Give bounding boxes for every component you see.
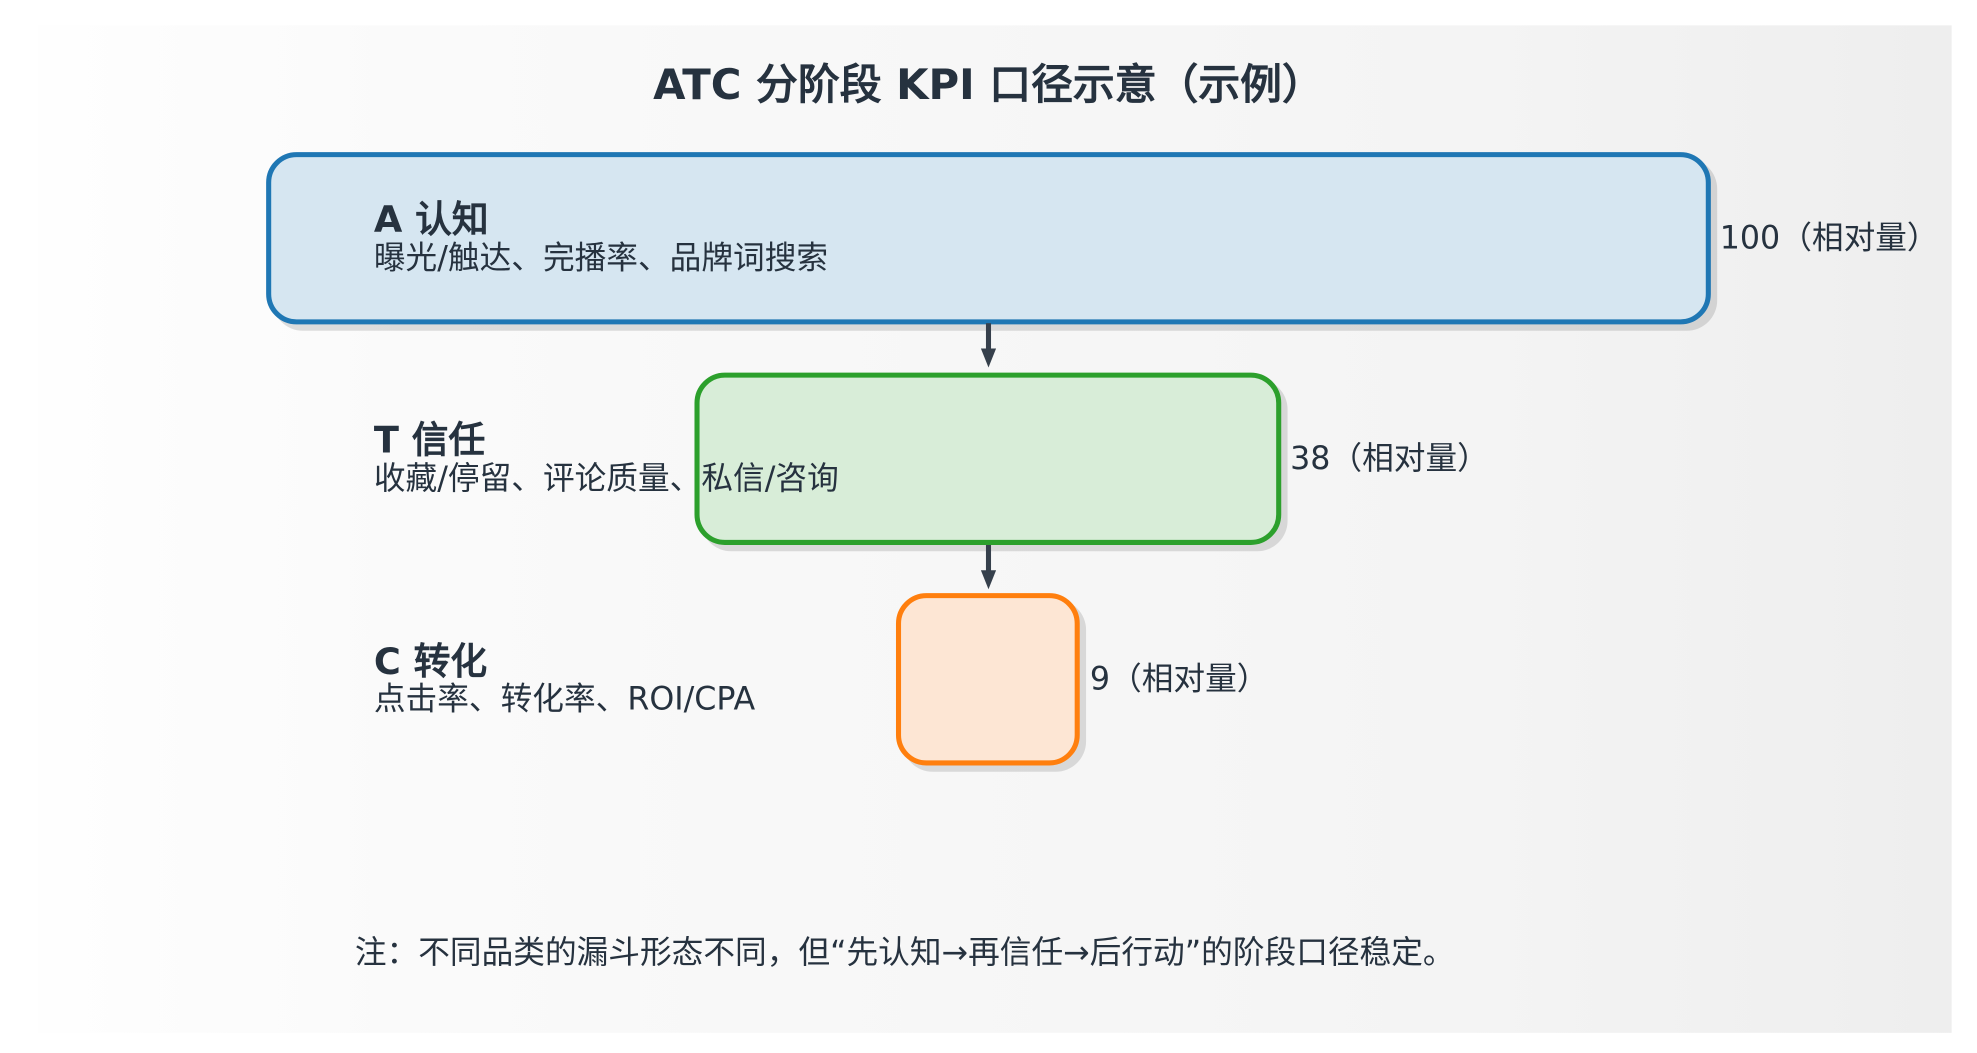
stage-t-value: 38（相对量） (1290, 439, 1489, 477)
stage-t-metrics: 收藏/停留、评论质量、私信/咨询 (373, 460, 839, 497)
stage-a-box (266, 152, 1711, 325)
footnote: 注：不同品类的漏斗形态不同，但“先认知→再信任→后行动”的阶段口径稳定。 (354, 934, 1455, 971)
stage-c-value: 9（相对量） (1089, 660, 1269, 698)
stage-c-box (895, 593, 1080, 766)
arrow-down-icon (980, 323, 997, 368)
stage-c-title: C 转化 (373, 639, 488, 684)
stage-t-title: T 信任 (373, 418, 486, 462)
stage-c-metrics: 点击率、转化率、ROI/CPA (373, 680, 756, 718)
diagram-title: ATC 分阶段 KPI 口径示意（示例） (653, 59, 1324, 109)
arrow-down-icon (980, 544, 997, 590)
stage-t-box (694, 372, 1282, 545)
stage-a-value: 100（相对量） (1719, 219, 1939, 256)
stage-a-title: A 认知 (373, 197, 489, 241)
stage-a-metrics: 曝光/触达、完播率、品牌词搜索 (373, 239, 829, 277)
